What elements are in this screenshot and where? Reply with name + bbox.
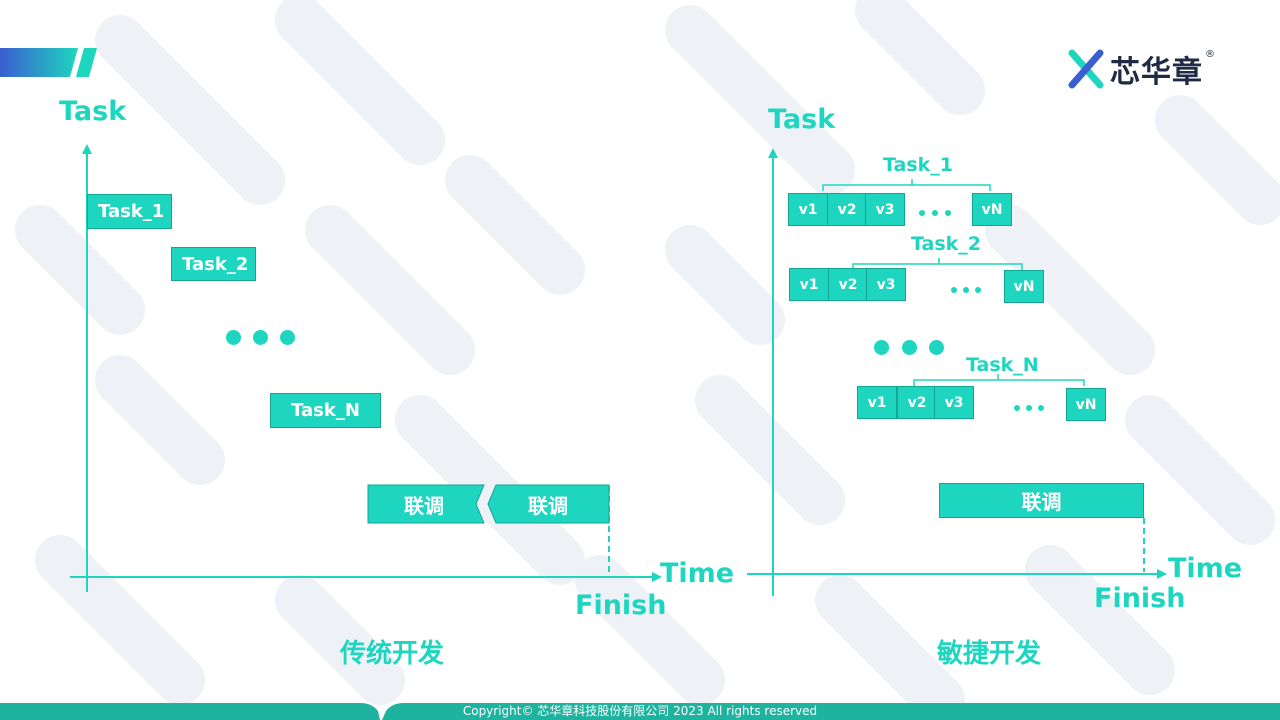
ellipsis-dot [963,287,969,293]
header-accent-bar [0,48,97,77]
left-finish-label: Finish [575,590,667,621]
group-label: Task_1 [883,154,953,176]
version-box: v1 [857,386,897,419]
ellipsis-dot [919,210,925,216]
brace-task-2 [852,258,1023,270]
logo-text: 芯华章 [1110,55,1203,90]
left-task-box: Task_1 [87,194,172,229]
logo-mark-icon [1068,49,1104,89]
left-task-box: Task_2 [171,247,256,281]
integration-shape-1 [367,484,485,524]
ellipsis-dot [1026,405,1032,411]
right-y-axis-label: Task [768,104,836,135]
version-box: v3 [934,386,974,419]
company-logo: 芯华章 ® [1068,48,1215,90]
ellipsis-dot [975,287,981,293]
ellipsis-dot [902,340,917,355]
version-box: v3 [866,268,906,301]
left-x-axis-label: Time [660,558,735,589]
left-integration-label-1: 联调 [404,493,444,518]
footer-bar [0,703,1280,720]
version-box: v1 [788,193,828,226]
version-box: v3 [865,193,905,226]
ellipsis-dot [1014,405,1020,411]
brace-task-1 [822,179,991,191]
ellipsis-dot [932,210,938,216]
integration-shape-2 [487,484,610,524]
right-integration-box: 联调 [939,483,1144,518]
right-caption: 敏捷开发 [937,639,1042,669]
ellipsis-dot [226,330,241,345]
group-label: Task_N [966,354,1039,376]
logo-registered-mark: ® [1205,49,1215,60]
ellipsis-dot [1038,405,1044,411]
version-box: vN [972,193,1012,226]
version-box: v2 [827,193,867,226]
right-finish-label: Finish [1094,583,1186,614]
left-integration-label-2: 联调 [528,493,568,518]
ellipsis-dot [951,287,957,293]
version-box: v2 [897,386,937,419]
left-integration-shapes [367,484,610,524]
ellipsis-dot [874,340,889,355]
brace-task-n [913,374,1085,386]
left-caption: 传统开发 [340,639,445,669]
version-box: v2 [828,268,868,301]
footer-copyright: Copyright© 芯华章科技股份有限公司 2023 All rights r… [462,704,818,718]
ellipsis-dot [945,210,951,216]
version-box: v1 [789,268,829,301]
version-box: vN [1004,270,1044,303]
left-y-axis-label: Task [59,96,127,127]
ellipsis-dot [929,340,944,355]
version-box: vN [1066,388,1106,421]
group-label: Task_2 [911,233,981,255]
left-task-box: Task_N [270,393,381,428]
ellipsis-dot [280,330,295,345]
right-x-axis-label: Time [1168,553,1243,584]
ellipsis-dot [253,330,268,345]
